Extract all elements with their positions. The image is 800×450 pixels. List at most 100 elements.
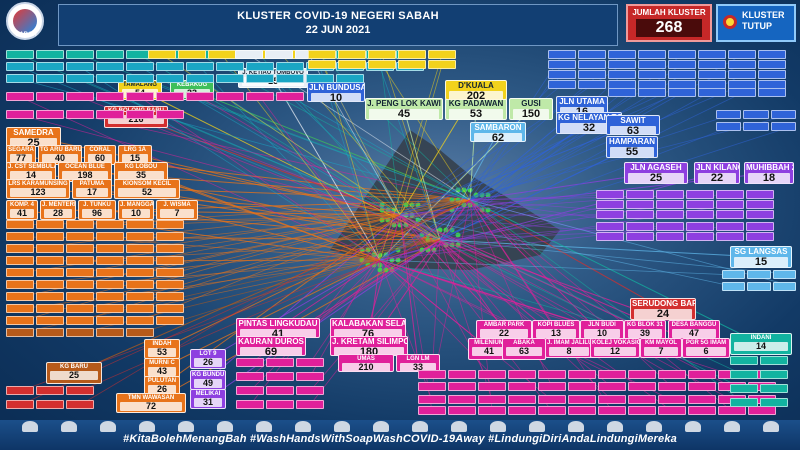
minor-cluster-row (418, 370, 776, 379)
minor-cluster-row (418, 382, 776, 391)
minor-cluster-tile (658, 406, 686, 415)
minor-cluster-tile (758, 88, 786, 97)
cluster-count: 96 (82, 209, 112, 218)
footer-banner: #KitaBolehMenangBah #WashHandsWithSoapWa… (0, 420, 800, 450)
minor-cluster-tile (266, 372, 294, 381)
cluster-count: 60 (88, 154, 112, 163)
minor-cluster-tile (6, 316, 34, 325)
cluster-count: 45 (369, 109, 439, 119)
minor-cluster-tile (578, 60, 606, 69)
minor-cluster-tile (66, 316, 94, 325)
minor-cluster-tile (6, 304, 34, 313)
person-icon (255, 421, 272, 432)
person-icon (21, 421, 38, 432)
connection-line (399, 214, 671, 238)
minor-cluster-tile (336, 74, 364, 83)
minor-cluster-tile (6, 110, 34, 119)
minor-cluster-tile (66, 386, 94, 395)
minor-cluster-tile (688, 382, 716, 391)
minor-cluster-tile (186, 74, 214, 83)
minor-cluster-row (596, 210, 774, 219)
connection-line (379, 122, 590, 261)
cluster-name: KALABAKAN SELATAN (332, 319, 406, 328)
page-title: KLUSTER COVID-19 NEGERI SABAH (237, 10, 439, 22)
minor-cluster-row (6, 292, 184, 301)
minor-cluster-tile (747, 282, 771, 291)
cluster-name: TAMALANG (123, 82, 157, 88)
minor-cluster-tile (668, 60, 696, 69)
minor-cluster-tile (36, 292, 64, 301)
cluster-name: PATUMA (79, 181, 105, 187)
minor-cluster-row (6, 256, 184, 265)
minor-cluster-tile (36, 50, 64, 59)
minor-cluster-tile (276, 62, 304, 71)
cluster-box: JLN BUNDUSAN10 (307, 82, 365, 102)
minor-cluster-tile (236, 372, 264, 381)
minor-cluster-tile (126, 220, 154, 229)
cluster-count: 69 (240, 347, 302, 355)
minor-cluster-tile (428, 50, 456, 59)
minor-cluster-tile (722, 282, 746, 291)
connection-line (139, 114, 401, 216)
minor-cluster-tile (156, 316, 184, 325)
cluster-count: 13 (536, 329, 576, 338)
minor-cluster-tile (156, 92, 184, 101)
minor-cluster-tile (716, 232, 744, 241)
cluster-name: J. KRETAM SILIMPOPON (332, 337, 407, 346)
connection-line (379, 172, 718, 261)
minor-cluster-tile (568, 382, 596, 391)
closed-cluster-label: KLUSTER TUTUP (742, 10, 785, 32)
minor-cluster-tile (730, 370, 758, 379)
cluster-count: 47 (672, 329, 716, 338)
minor-cluster-tile (6, 328, 34, 337)
cluster-name: TG ARU BARU (40, 147, 82, 153)
minor-cluster-tile (686, 232, 714, 241)
minor-cluster-tile (156, 304, 184, 313)
connection-line (79, 214, 401, 406)
connection-line (379, 66, 441, 241)
minor-cluster-tile (730, 384, 758, 393)
minor-cluster-row (730, 398, 788, 407)
minor-cluster-tile (96, 280, 124, 289)
minor-cluster-tile (156, 62, 184, 71)
minor-cluster-tile (568, 395, 596, 404)
minor-cluster-row (308, 60, 456, 69)
cluster-name: J. MANGGA (120, 202, 154, 208)
minor-cluster-row (6, 220, 184, 229)
minor-cluster-tile (596, 232, 624, 241)
cluster-name: CORAL (89, 147, 111, 153)
minor-cluster-tile (626, 200, 654, 209)
minor-cluster-tile (730, 398, 758, 407)
person-icon (762, 421, 779, 432)
cluster-count: 22 (480, 329, 528, 338)
person-icon (216, 421, 233, 432)
cluster-count: 39 (628, 329, 662, 338)
minor-cluster-tile (772, 270, 796, 279)
connection-line (439, 239, 797, 276)
minor-cluster-tile (126, 268, 154, 277)
minor-cluster-tile (296, 400, 324, 409)
cluster-name: SERUDONG BARU (632, 299, 695, 308)
minor-cluster-tile (478, 395, 506, 404)
connection-line (439, 239, 505, 331)
cluster-name: KG LOBOU (124, 164, 158, 170)
cluster-name: SAMEDRA (13, 128, 54, 137)
cluster-name: KAURAN DUROS (238, 337, 304, 346)
minor-cluster-row (596, 190, 774, 199)
minor-cluster-tile (96, 292, 124, 301)
minor-cluster-tile (418, 382, 446, 391)
connection-line (79, 214, 401, 250)
crest-emblem (13, 9, 37, 33)
minor-cluster-tile (126, 74, 154, 83)
cluster-name: INDANI (750, 335, 772, 341)
minor-cluster-tile (628, 370, 656, 379)
prevention-icons-row (10, 421, 790, 433)
connection-line (379, 259, 737, 276)
cluster-box: KOLEJ VOKASIONAL12 (590, 338, 640, 358)
